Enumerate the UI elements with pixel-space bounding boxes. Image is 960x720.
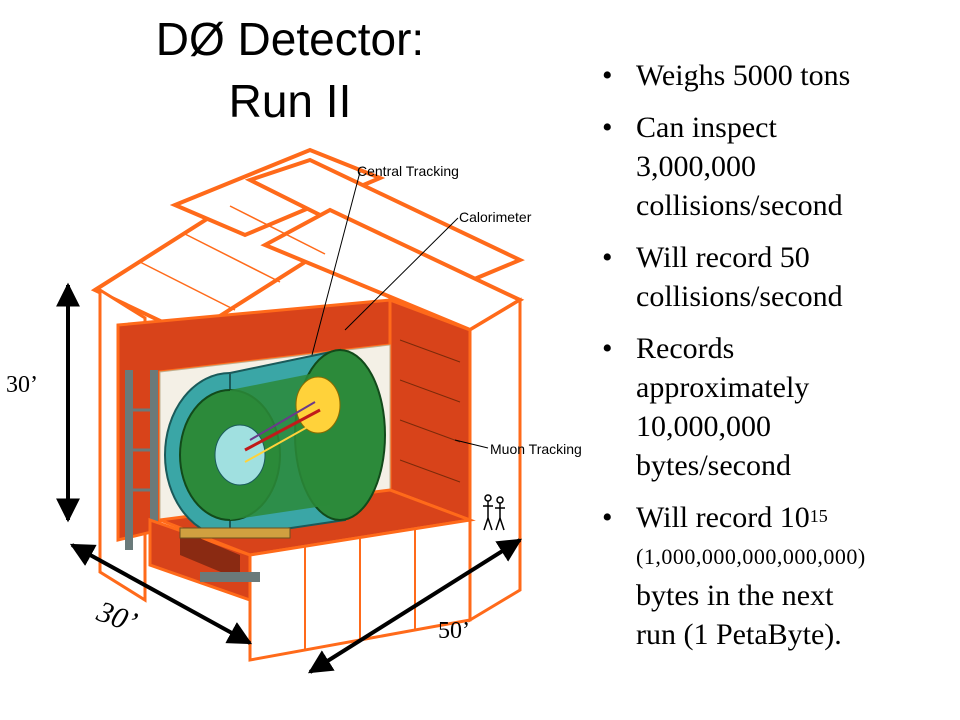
width-arrow: [307, 538, 523, 674]
label-central-tracking: Central Tracking: [357, 163, 459, 179]
label-muon-tracking: Muon Tracking: [490, 441, 582, 457]
callouts: [311, 171, 489, 449]
width-label: 50’: [438, 618, 470, 644]
title-line-2: Run II: [228, 75, 352, 127]
bullet-weight: Weighs 5000 tons: [602, 56, 947, 95]
slide-title: DØ Detector: Run II: [100, 8, 480, 132]
depth-arrow: [69, 543, 253, 645]
label-calorimeter: Calorimeter: [459, 209, 532, 225]
height-label: 30’: [6, 372, 38, 398]
exponent: 15: [809, 506, 828, 526]
bullet-bytes-rate: Recordsapproximately10,000,000bytes/seco…: [602, 329, 947, 485]
top-slabs: [90, 147, 525, 338]
bullet-list: Weighs 5000 tons Can inspect3,000,000col…: [602, 56, 947, 667]
bytes-detail: (1,000,000,000,000,000): [636, 544, 866, 569]
detector-core: [164, 348, 386, 539]
bullet-total-bytes: Will record 1015 (1,000,000,000,000,000)…: [602, 498, 947, 654]
scale-people-icon: [483, 494, 505, 531]
title-line-1: DØ Detector:: [155, 13, 425, 65]
